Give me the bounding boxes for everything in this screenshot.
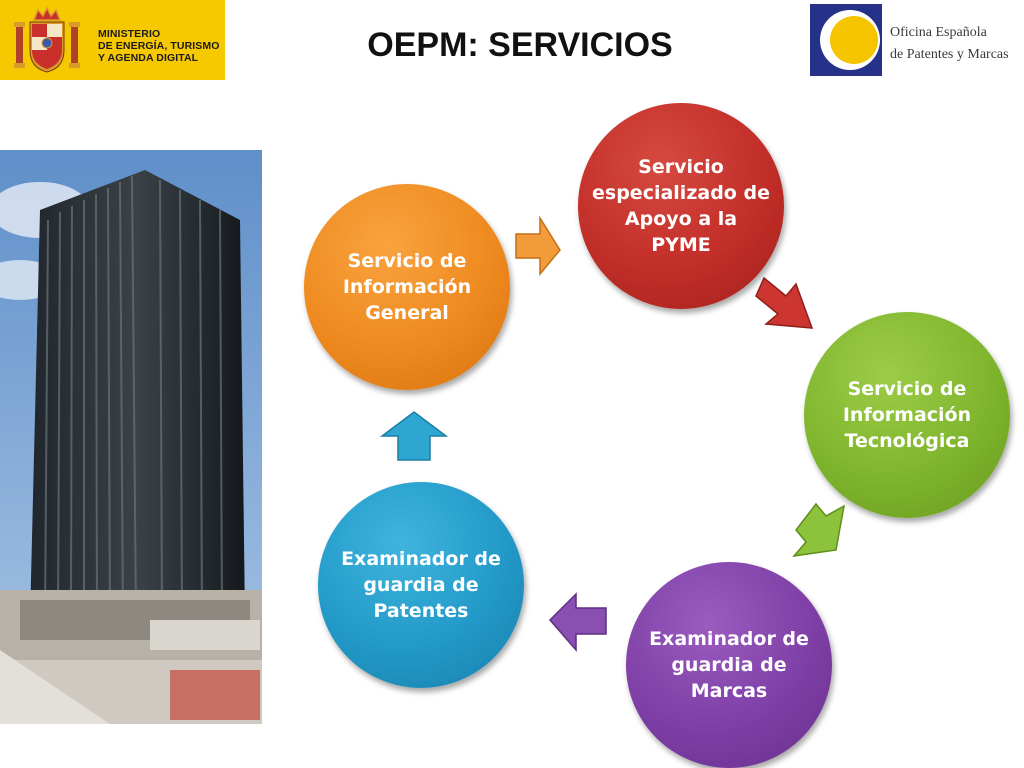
arrow-patentes-to-general [379,411,449,461]
node-examinador-guardia-patentes: Examinador de guardia de Patentes [318,482,524,688]
oepm-line-1: Oficina Española [890,25,987,40]
oepm-logo-icon [810,4,882,76]
ministry-line-1: MINISTERIO [98,28,161,40]
node-servicio-apoyo-pyme: Servicio especializado de Apoyo a la PYM… [578,103,784,309]
node-label: Examinador de guardia de Patentes [341,548,501,622]
node-examinador-guardia-marcas: Examinador de guardia de Marcas [626,562,832,768]
arrow-general-to-pyme [515,215,561,277]
node-servicio-informacion-tecnologica: Servicio de Información Tecnológica [804,312,1010,518]
ministry-line-2: DE ENERGÍA, TURISMO [98,40,220,52]
arrow-pyme-to-tecnologica [755,276,814,329]
node-servicio-informacion-general: Servicio de Información General [304,184,510,390]
node-label: Servicio de Información Tecnológica [842,378,972,452]
arrow-marcas-to-patentes [548,592,607,653]
node-label: Examinador de guardia de Marcas [649,628,809,702]
page-title: OEPM: SERVICIOS [367,26,673,64]
arrow-tecnologica-to-marcas [792,502,846,558]
coat-of-arms-icon [14,6,80,73]
ministry-logo-block: MINISTERIO DE ENERGÍA, TURISMO Y AGENDA … [0,0,225,80]
node-label: Servicio de Información General [342,250,472,324]
oepm-line-2: de Patentes y Marcas [890,47,1009,62]
building-photo [0,150,262,724]
ministry-line-3: Y AGENDA DIGITAL [98,52,199,64]
node-label: Servicio especializado de Apoyo a la PYM… [592,156,770,256]
oepm-name: Oficina Española de Patentes y Marcas [890,22,1009,66]
ministry-name: MINISTERIO DE ENERGÍA, TURISMO Y AGENDA … [98,28,220,64]
